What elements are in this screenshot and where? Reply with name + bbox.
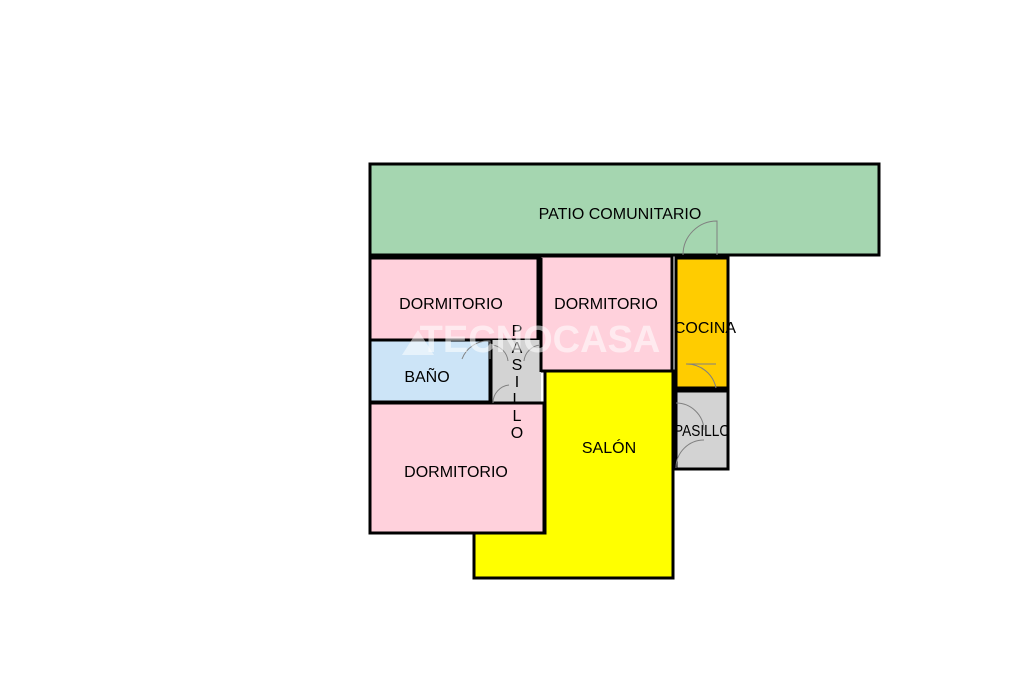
- door-patio: [682, 220, 718, 256]
- pasillo-letter: L: [513, 391, 522, 408]
- watermark-logo: TECNOCASA: [402, 319, 660, 361]
- door-pasillo-cocina-top: [675, 402, 705, 431]
- room-patio-comunitario: [368, 162, 881, 257]
- pasillo-letter: P: [512, 323, 523, 340]
- room-dormitorio-bottom-left: [368, 401, 546, 535]
- pasillo-letter: I: [515, 374, 519, 391]
- watermark-text: TECNOCASA: [420, 319, 661, 361]
- door-pasillo-cocina-bottom: [675, 439, 705, 469]
- room-label-cocina: COCINA: [674, 320, 737, 337]
- pasillo-letter: S: [512, 357, 523, 374]
- door-swings: [461, 220, 718, 469]
- room-label-pasillo-cocina: PASILLO: [674, 423, 730, 440]
- room-label-dormitorio-top-middle: DORMITORIO: [554, 296, 658, 313]
- pasillo-letter: O: [511, 425, 523, 442]
- room-label-patio: PATIO COMUNITARIO: [539, 206, 702, 223]
- room-cocina: [674, 256, 730, 390]
- room-label-dormitorio-bottom-left: DORMITORIO: [404, 464, 508, 481]
- door-bano: [461, 340, 491, 360]
- door-pasillo-bottom: [492, 384, 510, 404]
- pasillo-letter: L: [513, 408, 522, 425]
- door-pasillo-right: [523, 344, 541, 362]
- room-pasillo-vertical: [491, 340, 541, 403]
- door-pasillo-left: [491, 344, 509, 362]
- room-dormitorio-top-left: [368, 256, 540, 342]
- room-label-salon: SALÓN: [582, 438, 636, 457]
- room-label-bano: BAÑO: [404, 366, 449, 386]
- door-cocina: [685, 363, 717, 389]
- room-bano: [368, 338, 492, 404]
- room-label-pasillo-vertical: P A S I L L O: [511, 323, 523, 442]
- room-salon: [472, 369, 675, 580]
- pasillo-letter: A: [512, 340, 523, 357]
- room-label-dormitorio-top-left: DORMITORIO: [399, 296, 503, 313]
- house-icon: [402, 330, 434, 355]
